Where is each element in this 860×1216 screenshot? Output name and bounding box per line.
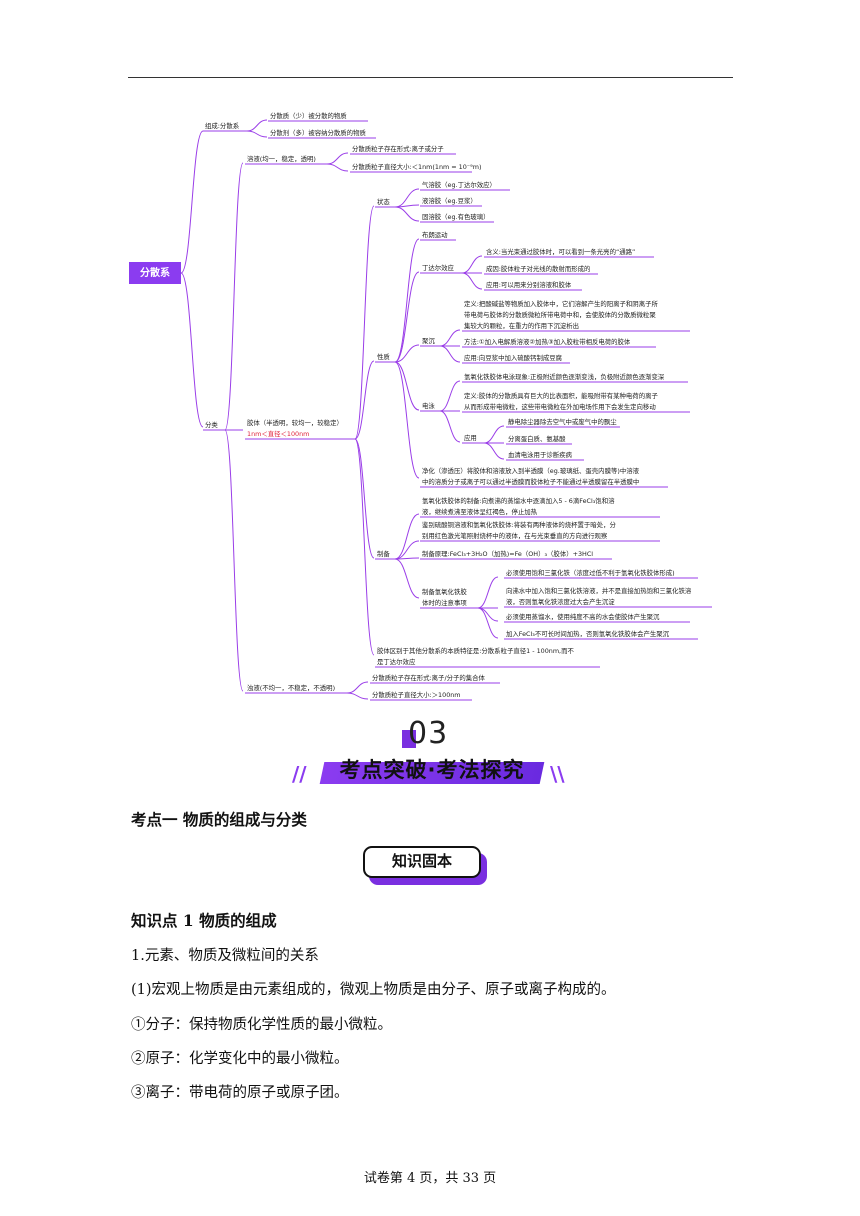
suspension-item: 分散质粒子存在形式:离子/分子的集合体	[372, 673, 486, 682]
preparation-note: 向沸水中加入饱和三氯化铁溶液，并不是直接加热饱和三氯化铁溶	[506, 586, 692, 595]
dispersion-medium-node: 分散剂（多）被容纳分散质的物质	[270, 128, 366, 137]
preparation-note: 必须使用饱和三氯化铁（浓度过低不利于氢氧化铁胶体形成)	[506, 568, 675, 577]
colloid-node: 胶体（半透明，较均一，较稳定）	[247, 418, 343, 427]
section-banner: 03 // 考点突破·考法探究 \\	[280, 716, 580, 790]
colloid-essence: 胶体区别于其他分散系的本质特征是:分散系粒子直径1 - 100nm,而不	[377, 646, 574, 655]
coagulation-definition: 带电荷与胶体的分散质微粒所带电荷中和，会使胶体的分散质微粒聚	[464, 310, 656, 319]
preparation-identify: 鉴别硫酸铜溶液和氢氧化铁胶体:将装有两种液体的烧杯置于暗处，分	[422, 520, 616, 529]
paragraph: ③离子：带电荷的原子或原子团。	[131, 1085, 349, 1101]
state-item: 气溶胶（eg.丁达尔效应）	[422, 180, 496, 189]
colloid-essence: 是丁达尔效应	[377, 657, 416, 666]
tyndall-item: 成因:胶体粒子对光线的散射而形成的	[486, 264, 590, 273]
header-rule	[128, 77, 733, 78]
tyndall-item: 含义:当光束通过胶体时，可以看到一条光亮的“通路”	[486, 247, 635, 256]
coagulation-definition: 定义:把酸碱盐等物质加入胶体中，它们溶解产生的阳离子和阴离子所	[464, 299, 658, 308]
dispersed-phase-node: 分散质（少）被分散的物质	[270, 111, 347, 120]
electrophoresis-definition: 从而形成带电微粒，这些带电微粒在外加电场作用下会发生定向移动	[464, 402, 656, 411]
purification-node: 中的溶质分子或离子可以通过半透膜而胶体粒子不能通过半透膜留在半透膜中	[422, 477, 639, 486]
preparation-notes-label: 体时的注意事项	[422, 598, 467, 607]
colloid-range: 1nm＜直径＜100nm	[247, 429, 309, 438]
preparation-note: 液，否则氢氧化铁浓度过大会产生沉淀	[506, 597, 615, 606]
banner-title: 考点突破·考法探究	[339, 758, 525, 782]
purification-node: 净化（渗透压）将胶体和溶液放入到半透膜（eg.玻璃纸、蛋壳内膜等)中溶液	[422, 466, 640, 475]
coagulation-definition: 集较大的颗粒，在重力的作用下沉淀析出	[464, 321, 579, 330]
state-item: 液溶胶（eg.豆浆）	[422, 196, 477, 205]
preparation-principle: 制备原理:FeCl₃+3H₂O（加热)=Fe（OH）₃（胶体）+3HCl	[422, 549, 593, 558]
tyndall-item: 应用:可以用来分别溶液和胶体	[486, 280, 572, 289]
composition-node: 组成:分散系	[205, 121, 239, 130]
banner-left-slashes-icon: //	[292, 762, 307, 786]
paragraph: ①分子：保持物质化学性质的最小微粒。	[131, 1017, 392, 1033]
tyndall-node: 丁达尔效应	[422, 263, 455, 272]
classification-node: 分类	[205, 420, 218, 429]
state-node: 状态	[377, 197, 390, 206]
preparation-note: 必须使用蒸馏水，使用纯度不高的水会使胶体产生聚沉	[506, 612, 660, 621]
preparation-method: 液，继续煮沸至液体呈红褐色，停止加热	[422, 507, 538, 516]
page-footer: 试卷第 4 页，共 33 页	[363, 1171, 497, 1186]
preparation-identify: 别用红色激光笔照射烧杯中的液体，在与光束垂直的方向进行观察	[422, 531, 608, 540]
state-item: 固溶胶（eg.有色玻璃）	[422, 212, 490, 221]
coagulation-method: 方法:①加入电解质溶液②加热③加入胶粒带相反电荷的胶体	[464, 337, 631, 346]
paragraph: 1.元素、物质及微粒间的关系	[131, 948, 319, 964]
preparation-node: 制备	[377, 549, 390, 558]
application-node: 应用	[464, 433, 477, 442]
knowledge-title: 知识点 1 物质的组成	[131, 911, 277, 930]
mindmap-root	[129, 262, 181, 284]
banner-number: 03	[408, 716, 449, 751]
application-item: 分离蛋白质、氨基酸	[508, 434, 566, 443]
electrophoresis-node: 电泳	[422, 401, 435, 410]
solution-node: 溶液(均一，稳定，透明)	[247, 154, 316, 163]
application-item: 静电除尘器除去空气中或废气中的飘尘	[508, 417, 617, 426]
paragraph: (1)宏观上物质是由元素组成的，微观上物质是由分子、原子或离子构成的。	[131, 982, 616, 998]
solution-item: 分散质粒子直径大小:＜1nm(1nm = 10⁻⁹m)	[352, 162, 481, 171]
paragraph: ②原子：化学变化中的最小微粒。	[131, 1051, 349, 1067]
banner-number-accent	[402, 730, 416, 748]
electrophoresis-phenomenon: 氢氧化铁胶体电泳现象:正极附近颜色逐渐变浅，负极附近颜色逐渐变深	[464, 372, 665, 381]
preparation-method: 氢氧化铁胶体的制备:向煮沸的蒸馏水中逐滴加入5 - 6滴FeCl₃饱和溶	[422, 496, 615, 505]
preparation-note: 加入FeCl₃不可长时间加热，否则氢氧化铁胶体会产生聚沉	[506, 629, 670, 638]
preparation-notes-label: 制备氢氧化铁胶	[422, 587, 467, 596]
section-title: 考点一 物质的组成与分类	[131, 810, 307, 829]
application-item: 血清电泳用于诊断疾病	[508, 450, 573, 459]
mindmap-root-label: 分散系	[140, 266, 170, 279]
badge-label: 知识固本	[363, 846, 481, 878]
banner-right-slashes-icon: \\	[550, 762, 565, 786]
coagulation-node: 聚沉	[422, 337, 435, 345]
suspension-item: 分散质粒子直径大小:＞100nm	[372, 690, 461, 699]
properties-node: 性质	[377, 352, 390, 361]
electrophoresis-definition: 定义:胶体的分散质具有巨大的比表面积，能吸附带有某种电荷的离子	[464, 391, 658, 400]
solution-item: 分散质粒子存在形式:离子或分子	[352, 144, 444, 153]
knowledge-badge: 知识固本	[363, 846, 493, 888]
coagulation-application: 应用:向豆浆中加入硫酸钙制成豆腐	[464, 353, 563, 362]
suspension-node: 浊液(不均一，不稳定，不透明)	[247, 683, 335, 692]
brownian-node: 布朗运动	[422, 230, 448, 239]
